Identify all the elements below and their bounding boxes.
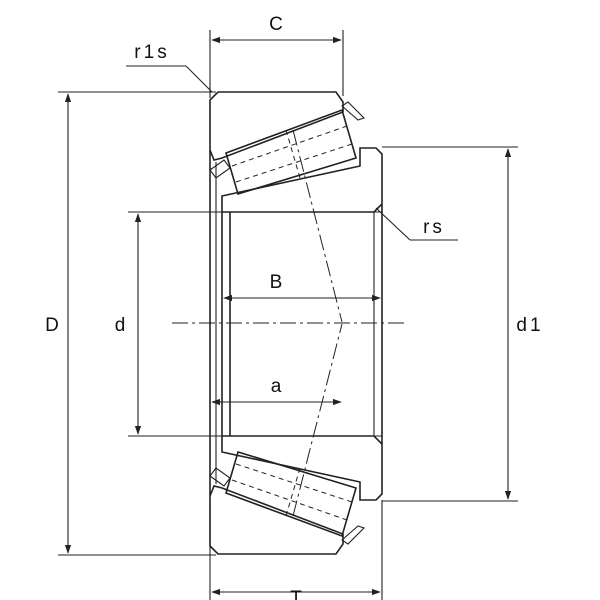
label-rs: rs	[423, 217, 445, 238]
inner-ring-bottom	[221, 435, 383, 501]
outer-ring-bottom	[209, 485, 344, 555]
label-r1s: r1s	[134, 42, 169, 63]
outer-ring-top	[209, 91, 344, 161]
bearing-section	[209, 91, 383, 555]
label-B: B	[270, 272, 283, 293]
roller-bottom	[209, 450, 366, 545]
label-D: D	[45, 315, 59, 336]
label-d1: d1	[516, 315, 543, 336]
roller-top	[209, 101, 366, 196]
inner-ring-top	[221, 147, 383, 213]
rs-leader	[375, 207, 411, 241]
label-d: d	[115, 315, 126, 336]
r1s-leader	[185, 65, 213, 93]
label-T: T	[290, 588, 302, 600]
center-lines	[172, 129, 405, 517]
dimensions	[58, 30, 518, 600]
labels: C r1s rs B a D d d1 T	[45, 14, 543, 600]
label-a: a	[271, 376, 282, 397]
label-C: C	[269, 14, 283, 35]
